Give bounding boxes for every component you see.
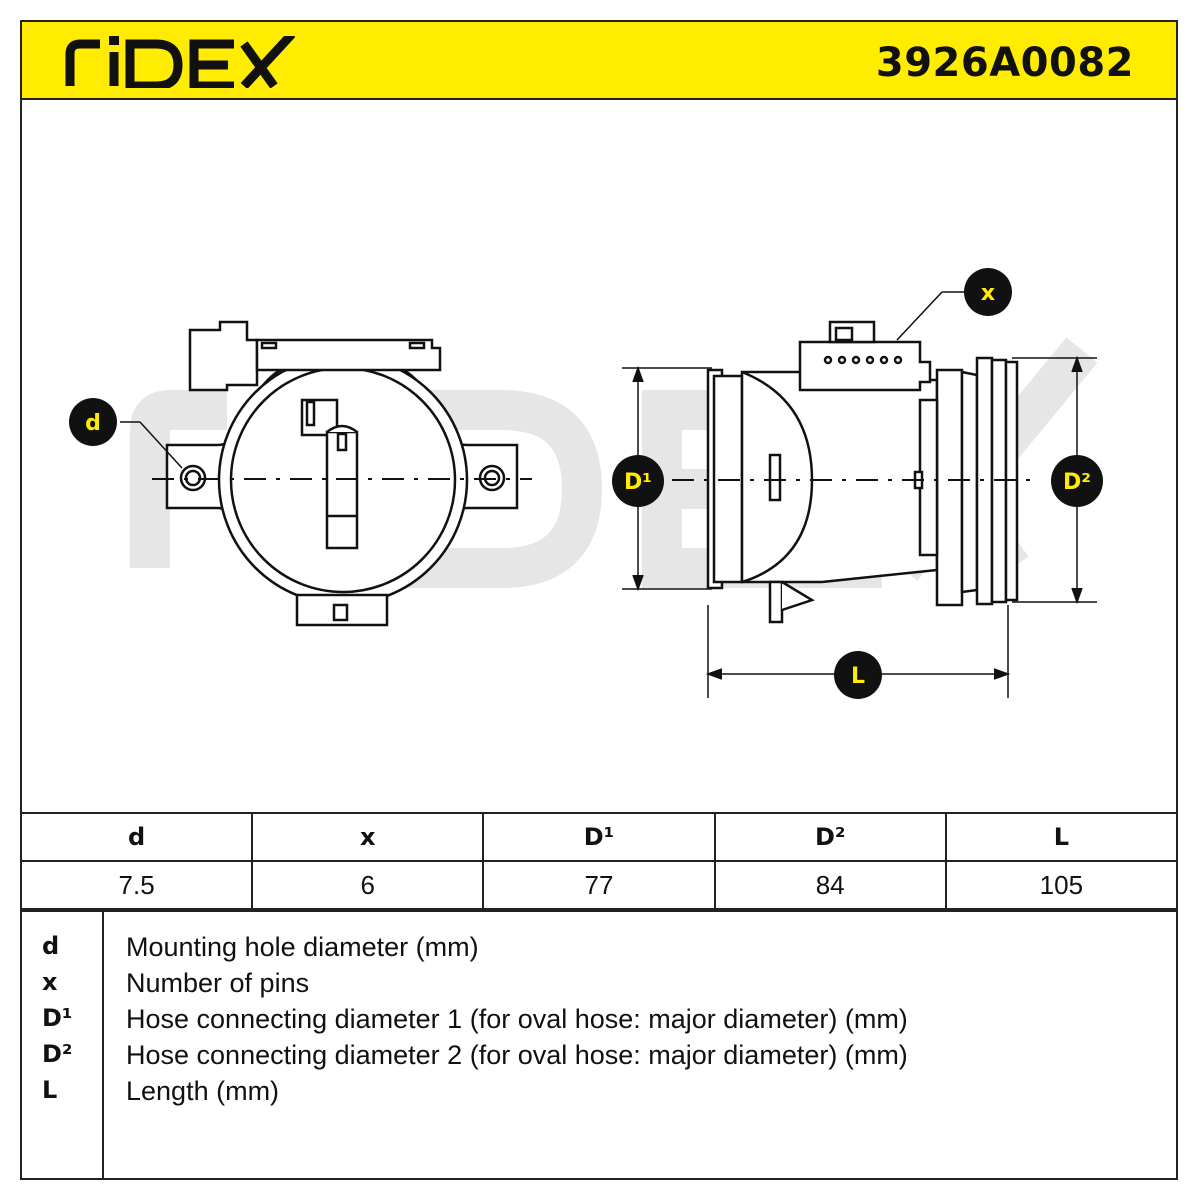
legend-item: D² Hose connecting diameter 2 (for oval … [22,1040,1172,1076]
legend-symbol: x [42,968,58,996]
legend-description: Length (mm) [126,1076,280,1106]
d-badge-label: d [85,411,101,436]
legend-description: Mounting hole diameter (mm) [126,932,479,962]
d2-badge-label: D² [1063,470,1091,495]
x-badge-label: x [981,281,995,306]
part-number: 3926A0082 [875,40,1134,86]
d2-badge: D² [1051,455,1103,507]
sensor-side-view [706,320,1019,624]
l-badge-label: L [851,664,865,689]
legend-symbol: D¹ [42,1004,73,1032]
legend-divider [102,912,104,1178]
legend: d Mounting hole diameter (mm) x Number o… [20,910,1178,1180]
value-d2: 84 [713,860,947,910]
legend-item: x Number of pins [22,968,1172,1004]
legend-description: Hose connecting diameter 2 (for oval hos… [126,1040,908,1070]
legend-symbol: D² [42,1040,73,1068]
header-x: x [251,812,485,862]
d1-badge-label: D¹ [624,470,652,495]
table-header-row: d x D¹ D² L [19,812,1179,862]
l-badge: L [834,651,882,699]
x-badge: x [964,268,1012,316]
d1-badge: D¹ [612,455,664,507]
header-d: d [19,812,254,862]
dimensions-table: d x D¹ D² L 7.5 6 77 84 105 [19,812,1179,910]
header-d1: D¹ [482,812,716,862]
table-value-row: 7.5 6 77 84 105 [19,860,1179,910]
value-l: 105 [944,860,1179,910]
legend-item: D¹ Hose connecting diameter 1 (for oval … [22,1004,1172,1040]
value-d: 7.5 [19,860,254,910]
legend-item: d Mounting hole diameter (mm) [22,932,1172,968]
header-l: L [944,812,1179,862]
value-d1: 77 [482,860,716,910]
d-badge: d [69,398,117,446]
header-bar: 3926A0082 [20,20,1178,100]
x-leader-line [896,291,966,341]
connector-pins [823,355,903,365]
d-leader-line-2 [139,421,183,469]
ridex-logo [65,36,296,88]
technical-drawing: d [69,268,1103,699]
legend-item: L Length (mm) [22,1076,1172,1112]
legend-description: Hose connecting diameter 1 (for oval hos… [126,1004,908,1034]
header-d2: D² [713,812,947,862]
legend-symbol: L [42,1076,58,1104]
value-x: 6 [251,860,485,910]
legend-symbol: d [42,932,60,960]
legend-description: Number of pins [126,968,310,998]
